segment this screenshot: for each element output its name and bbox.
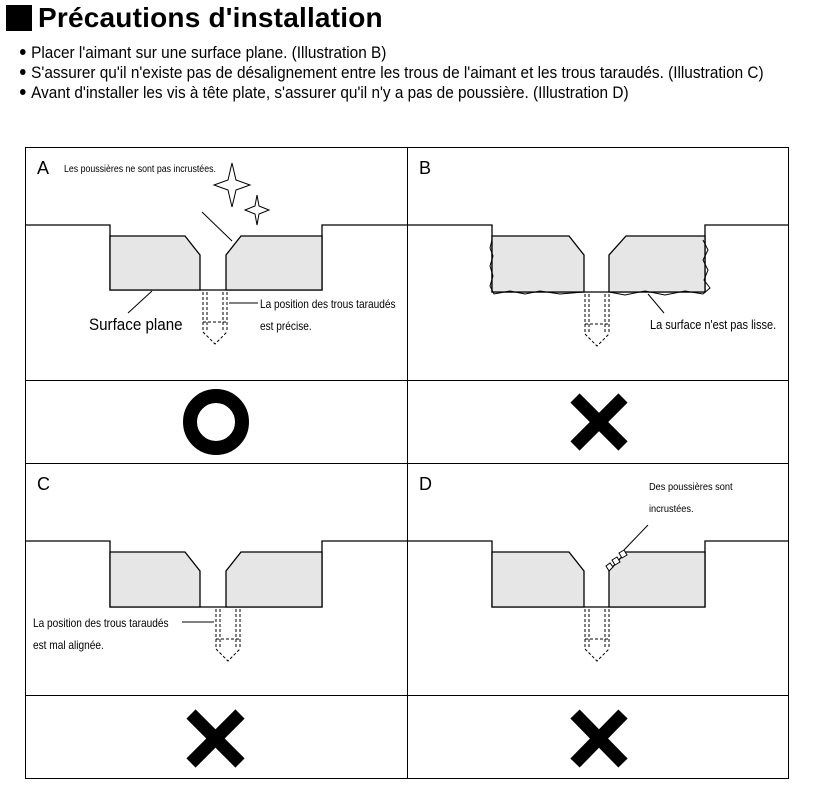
magnet-left xyxy=(491,235,585,293)
bullet-icon xyxy=(20,68,26,75)
magnet-right xyxy=(225,235,323,291)
panel-letter: C xyxy=(37,474,50,494)
surface-note: La surface n'est pas lisse. xyxy=(650,318,776,332)
dust-note-line1: Des poussières sont xyxy=(649,482,733,494)
hole-note-line1: La position des trous taraudés xyxy=(33,617,169,630)
page-title: Précautions d'installation xyxy=(38,2,383,33)
panel-b: B La surface n'est pas lisse. xyxy=(407,158,788,451)
magnet-right xyxy=(225,551,323,608)
bullet-list: Placer l'aimant sur une surface plane. (… xyxy=(20,43,813,103)
mounting-surface xyxy=(25,224,407,291)
bullet-item: Placer l'aimant sur une surface plane. (… xyxy=(20,43,764,63)
tapped-hole xyxy=(584,293,610,347)
mounting-surface xyxy=(25,540,407,608)
hole-note-line2: est précise. xyxy=(260,320,312,333)
magnet-right xyxy=(608,551,706,608)
tapped-hole xyxy=(215,608,241,662)
tapped-hole xyxy=(584,608,610,662)
surface-label: Surface plane xyxy=(89,316,183,334)
mounting-surface xyxy=(407,540,788,608)
panel-letter: B xyxy=(419,158,431,178)
heading-square-icon xyxy=(6,5,32,31)
panel-a: A Les poussières ne sont pas incrustées.… xyxy=(25,158,407,455)
panel-d: D Des poussières sont incrustées. xyxy=(407,474,788,768)
rough-surface xyxy=(489,239,711,296)
sparkle-icon xyxy=(243,194,271,226)
ng-cross-icon xyxy=(186,709,245,768)
panel-letter: D xyxy=(419,474,432,494)
bullet-item: S'assurer qu'il n'existe pas de désalign… xyxy=(20,63,764,83)
ok-circle-icon xyxy=(183,389,249,455)
sparkle-icon xyxy=(212,162,252,208)
dust-particle-icon xyxy=(605,549,628,572)
hole-note-line1: La position des trous taraudés xyxy=(260,298,396,311)
panel-grid xyxy=(25,147,789,779)
panel-c: C La position des trous taraudés est mal… xyxy=(25,474,407,768)
bullet-icon xyxy=(20,48,26,55)
tapped-hole xyxy=(202,291,228,345)
bullet-item: Avant d'installer les vis à tête plate, … xyxy=(20,83,764,103)
dust-note-line2: incrustées. xyxy=(649,504,694,516)
dust-note: Les poussières ne sont pas incrustées. xyxy=(64,162,216,174)
magnet-left xyxy=(109,551,201,608)
hole-note-line2: est mal alignée. xyxy=(33,639,104,652)
magnet-left xyxy=(109,235,201,291)
section-heading: Précautions d'installation xyxy=(6,2,383,34)
magnet-right xyxy=(608,235,706,293)
ng-cross-icon xyxy=(570,393,628,451)
bullet-icon xyxy=(20,88,26,95)
panel-letter: A xyxy=(37,158,49,178)
ng-cross-icon xyxy=(570,709,628,768)
magnet-left xyxy=(491,551,585,608)
mounting-surface xyxy=(407,224,788,293)
